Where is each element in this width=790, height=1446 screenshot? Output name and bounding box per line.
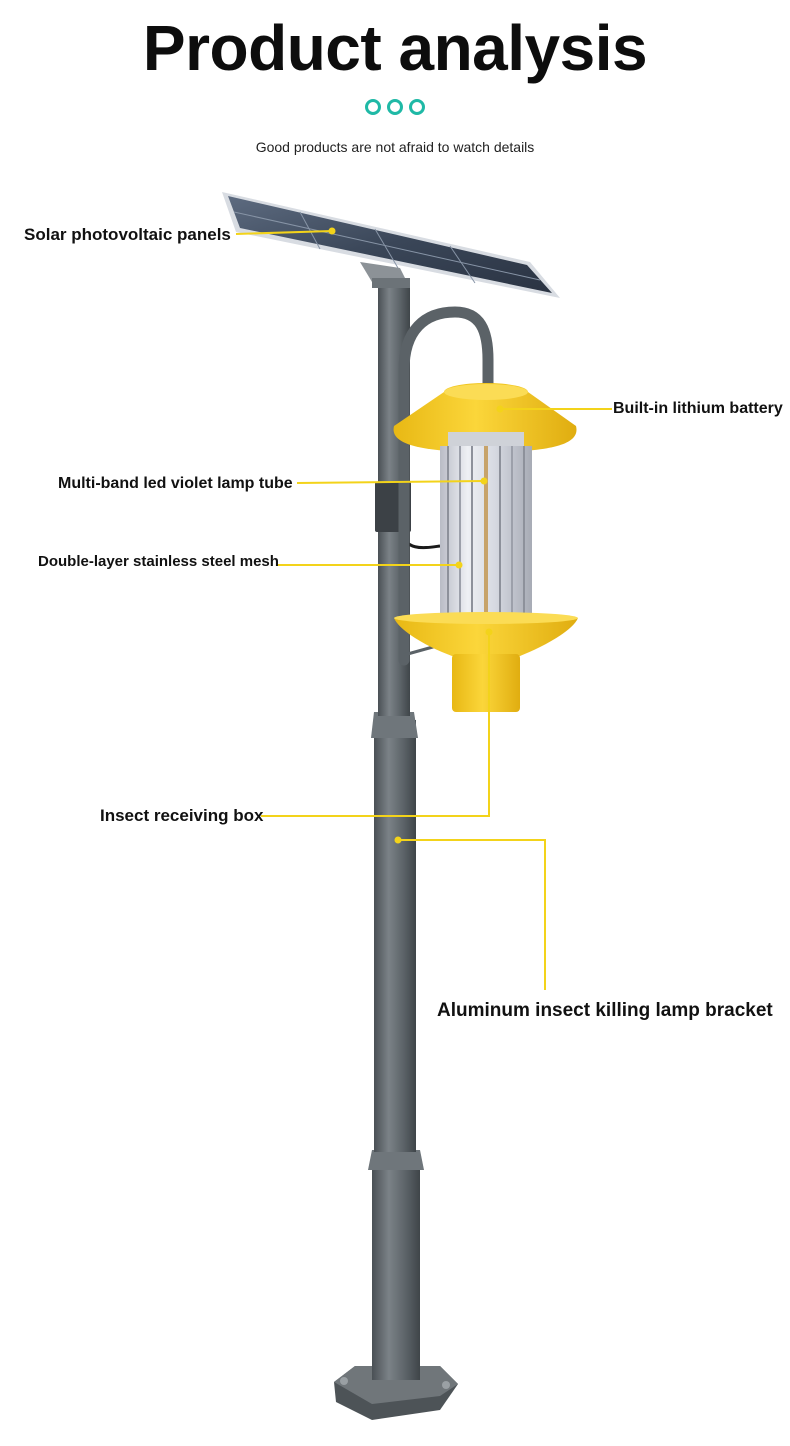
- leader-dot-icon: [485, 628, 493, 636]
- leader-dot-icon: [328, 227, 336, 235]
- leader-dot-icon: [394, 836, 402, 844]
- lamp-arm: [398, 306, 494, 666]
- bolt-icon: [442, 1381, 450, 1389]
- callout-steel-mesh: Double-layer stainless steel mesh: [38, 553, 279, 570]
- pole-collar-upper: [371, 712, 418, 738]
- callout-solar-panels: Solar photovoltaic panels: [24, 225, 231, 244]
- pole-collar-lower: [368, 1150, 424, 1170]
- leader-lines: [235, 230, 612, 990]
- page-title: Product analysis: [142, 12, 648, 84]
- insect-receiving-box: [394, 612, 578, 712]
- lamp-tube-cage: [440, 446, 532, 618]
- page-subtitle: Good products are not afraid to watch de…: [255, 139, 535, 155]
- pole-middle: [374, 720, 416, 1152]
- leader-dot-icon: [455, 561, 463, 569]
- dot-icon: [387, 99, 403, 115]
- pole-lower: [372, 1150, 420, 1380]
- decorative-dots: [0, 99, 790, 115]
- callout-receiving-box: Insect receiving box: [100, 806, 264, 825]
- callout-bracket: Aluminum insect killing lamp bracket: [437, 1000, 773, 1021]
- callout-lamp-tube: Multi-band led violet lamp tube: [58, 475, 293, 492]
- lamp-cap: [393, 383, 577, 452]
- leader-dot-icon: [496, 405, 504, 413]
- dot-icon: [365, 99, 381, 115]
- leader-dots: [328, 227, 504, 844]
- leader-dot-icon: [480, 477, 488, 485]
- callout-battery: Built-in lithium battery: [613, 400, 783, 417]
- dot-icon: [409, 99, 425, 115]
- base-plate: [334, 1366, 458, 1420]
- bolt-icon: [340, 1377, 348, 1385]
- solar-panel: [222, 192, 560, 298]
